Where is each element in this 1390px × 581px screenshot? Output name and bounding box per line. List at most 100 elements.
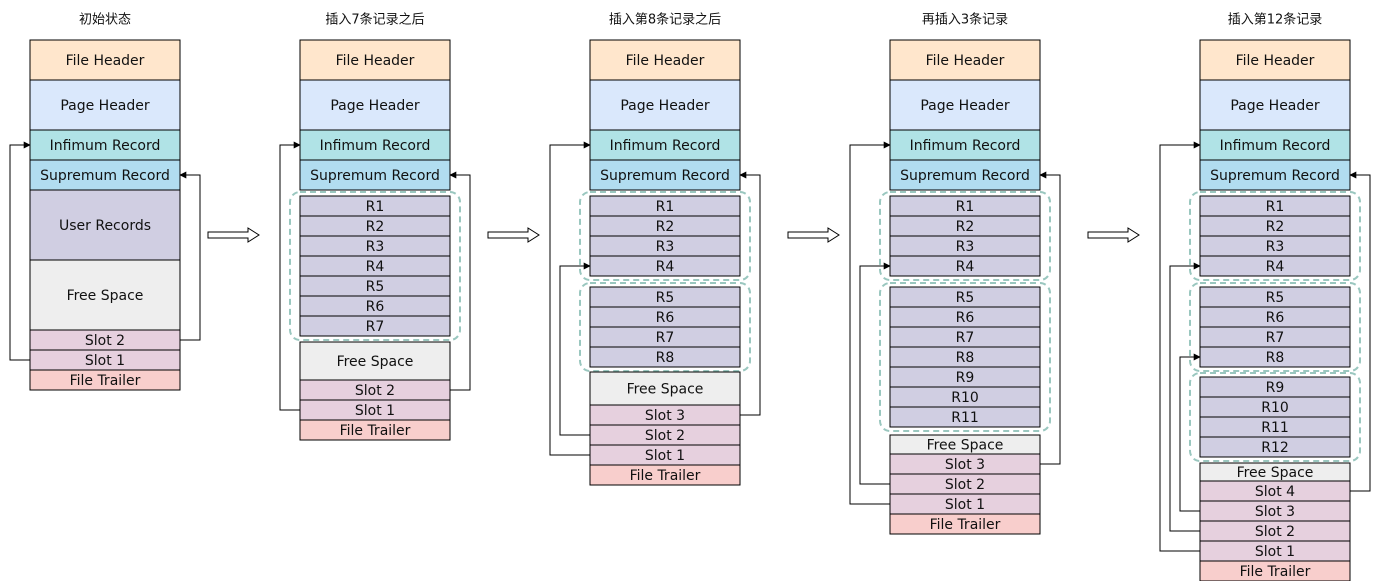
cell-r3-label: R3 bbox=[956, 239, 975, 255]
cell-file-header-label: File Header bbox=[926, 53, 1005, 69]
record-group-7 bbox=[1189, 282, 1361, 372]
slot-pointer-10 bbox=[849, 141, 891, 505]
cell-page-header-label: Page Header bbox=[920, 98, 1010, 114]
cell-r4-label: R4 bbox=[1266, 259, 1285, 275]
cell-r7-label: R7 bbox=[1266, 330, 1285, 346]
stage-title-1: 初始状态 bbox=[79, 13, 131, 28]
slot-pointer-8 bbox=[1039, 171, 1061, 465]
cell-file-header-label: File Header bbox=[66, 53, 145, 69]
cell-r7-label: R7 bbox=[366, 319, 385, 335]
cell-free-space-label: Free Space bbox=[337, 354, 414, 370]
slot-pointer-1 bbox=[179, 171, 201, 341]
cell-supremum-record-box bbox=[299, 159, 451, 191]
cell-r11-label: R11 bbox=[951, 410, 979, 426]
cell-file-header-label: File Header bbox=[336, 53, 415, 69]
cell-slot-3-label: Slot 3 bbox=[1255, 504, 1295, 520]
cell-free-space-box bbox=[299, 341, 451, 381]
slot-pointer-13 bbox=[1169, 262, 1201, 532]
cell-r3-label: R3 bbox=[1266, 239, 1285, 255]
record-group-6 bbox=[1189, 191, 1361, 281]
cell-page-header-box bbox=[1199, 79, 1351, 131]
cell-r7-label: R7 bbox=[656, 330, 675, 346]
cell-slot-1-label: Slot 1 bbox=[645, 448, 685, 464]
slot-pointer-9 bbox=[859, 262, 891, 485]
cell-file-trailer-label: File Trailer bbox=[930, 517, 1001, 533]
cell-free-space-label: Free Space bbox=[67, 288, 144, 304]
cell-r12-box bbox=[1199, 436, 1351, 458]
stage-title-2: 插入7条记录之后 bbox=[325, 12, 424, 28]
cell-free-space-box bbox=[29, 259, 181, 331]
cell-file-header-box bbox=[29, 39, 181, 81]
cell-r11-box bbox=[889, 406, 1041, 428]
cell-r8-box bbox=[589, 346, 741, 368]
cell-file-header-label: File Header bbox=[626, 53, 705, 69]
cell-infimum-record-box bbox=[589, 129, 741, 161]
cell-supremum-record-label: Supremum Record bbox=[310, 168, 440, 184]
cell-supremum-record-label: Supremum Record bbox=[900, 168, 1030, 184]
record-group-5 bbox=[879, 282, 1051, 432]
cell-r2-label: R2 bbox=[956, 219, 975, 235]
cell-infimum-record-label: Infimum Record bbox=[610, 138, 721, 154]
transition-arrows-layer bbox=[207, 227, 1140, 243]
cell-free-space-label: Free Space bbox=[627, 382, 704, 398]
cell-r4-label: R4 bbox=[656, 259, 675, 275]
cell-r2-label: R2 bbox=[366, 219, 385, 235]
cell-slot-2-label: Slot 2 bbox=[945, 477, 985, 493]
cell-infimum-record-label: Infimum Record bbox=[910, 138, 1021, 154]
cell-r1-label: R1 bbox=[1266, 199, 1285, 215]
cell-free-space-label: Free Space bbox=[927, 438, 1004, 454]
cell-file-trailer-box bbox=[299, 419, 451, 441]
cell-file-header-label: File Header bbox=[1236, 53, 1315, 69]
cell-supremum-record-box bbox=[889, 159, 1041, 191]
slot-pointer-6 bbox=[559, 262, 591, 436]
record-group-8 bbox=[1189, 372, 1361, 462]
cell-r3-label: R3 bbox=[656, 239, 675, 255]
cell-file-header-box bbox=[589, 39, 741, 81]
stage-title-5: 插入第12条记录 bbox=[1228, 12, 1323, 28]
cell-file-trailer-box bbox=[1199, 560, 1351, 581]
cell-file-trailer-label: File Trailer bbox=[70, 373, 141, 389]
cell-r1-label: R1 bbox=[366, 199, 385, 215]
cell-r5-label: R5 bbox=[956, 290, 975, 306]
cell-slot-3-label: Slot 3 bbox=[645, 408, 685, 424]
cell-r6-label: R6 bbox=[366, 299, 385, 315]
cell-file-trailer-box bbox=[589, 464, 741, 486]
cell-infimum-record-label: Infimum Record bbox=[50, 138, 161, 154]
cell-slot-2-label: Slot 2 bbox=[645, 428, 685, 444]
cell-r5-label: R5 bbox=[366, 279, 385, 295]
cell-r1-label: R1 bbox=[656, 199, 675, 215]
cell-r2-label: R2 bbox=[1266, 219, 1285, 235]
cell-r4-label: R4 bbox=[956, 259, 975, 275]
cell-page-header-box bbox=[299, 79, 451, 131]
cell-file-trailer-box bbox=[889, 513, 1041, 535]
cell-r9-label: R9 bbox=[956, 370, 975, 386]
double-line-right-arrow-icon bbox=[1087, 227, 1140, 243]
cell-file-header-box bbox=[299, 39, 451, 81]
cell-supremum-record-label: Supremum Record bbox=[40, 168, 170, 184]
stage-title-3: 插入第8条记录之后 bbox=[609, 12, 721, 28]
double-line-right-arrow-icon bbox=[787, 227, 840, 243]
slot-pointer-3 bbox=[449, 171, 471, 391]
cell-user-records-box bbox=[29, 189, 181, 261]
record-group-2 bbox=[579, 191, 751, 281]
cell-r9-label: R9 bbox=[1266, 380, 1285, 396]
cell-slot-3-label: Slot 3 bbox=[945, 457, 985, 473]
cell-slot-1-label: Slot 1 bbox=[355, 403, 395, 419]
cell-r5-label: R5 bbox=[1266, 290, 1285, 306]
cell-infimum-record-label: Infimum Record bbox=[1220, 138, 1331, 154]
cell-page-header-label: Page Header bbox=[1230, 98, 1320, 114]
cell-r7-label: R7 bbox=[956, 330, 975, 346]
record-group-4 bbox=[879, 191, 1051, 281]
cell-page-header-label: Page Header bbox=[60, 98, 150, 114]
cell-slot-2-label: Slot 2 bbox=[85, 333, 125, 349]
cell-page-header-box bbox=[589, 79, 741, 131]
stage-title-4: 再插入3条记录 bbox=[922, 12, 1008, 28]
cell-r8-label: R8 bbox=[656, 350, 675, 366]
cell-infimum-record-label: Infimum Record bbox=[320, 138, 431, 154]
cell-slot-1-label: Slot 1 bbox=[85, 353, 125, 369]
cell-file-trailer-label: File Trailer bbox=[340, 423, 411, 439]
